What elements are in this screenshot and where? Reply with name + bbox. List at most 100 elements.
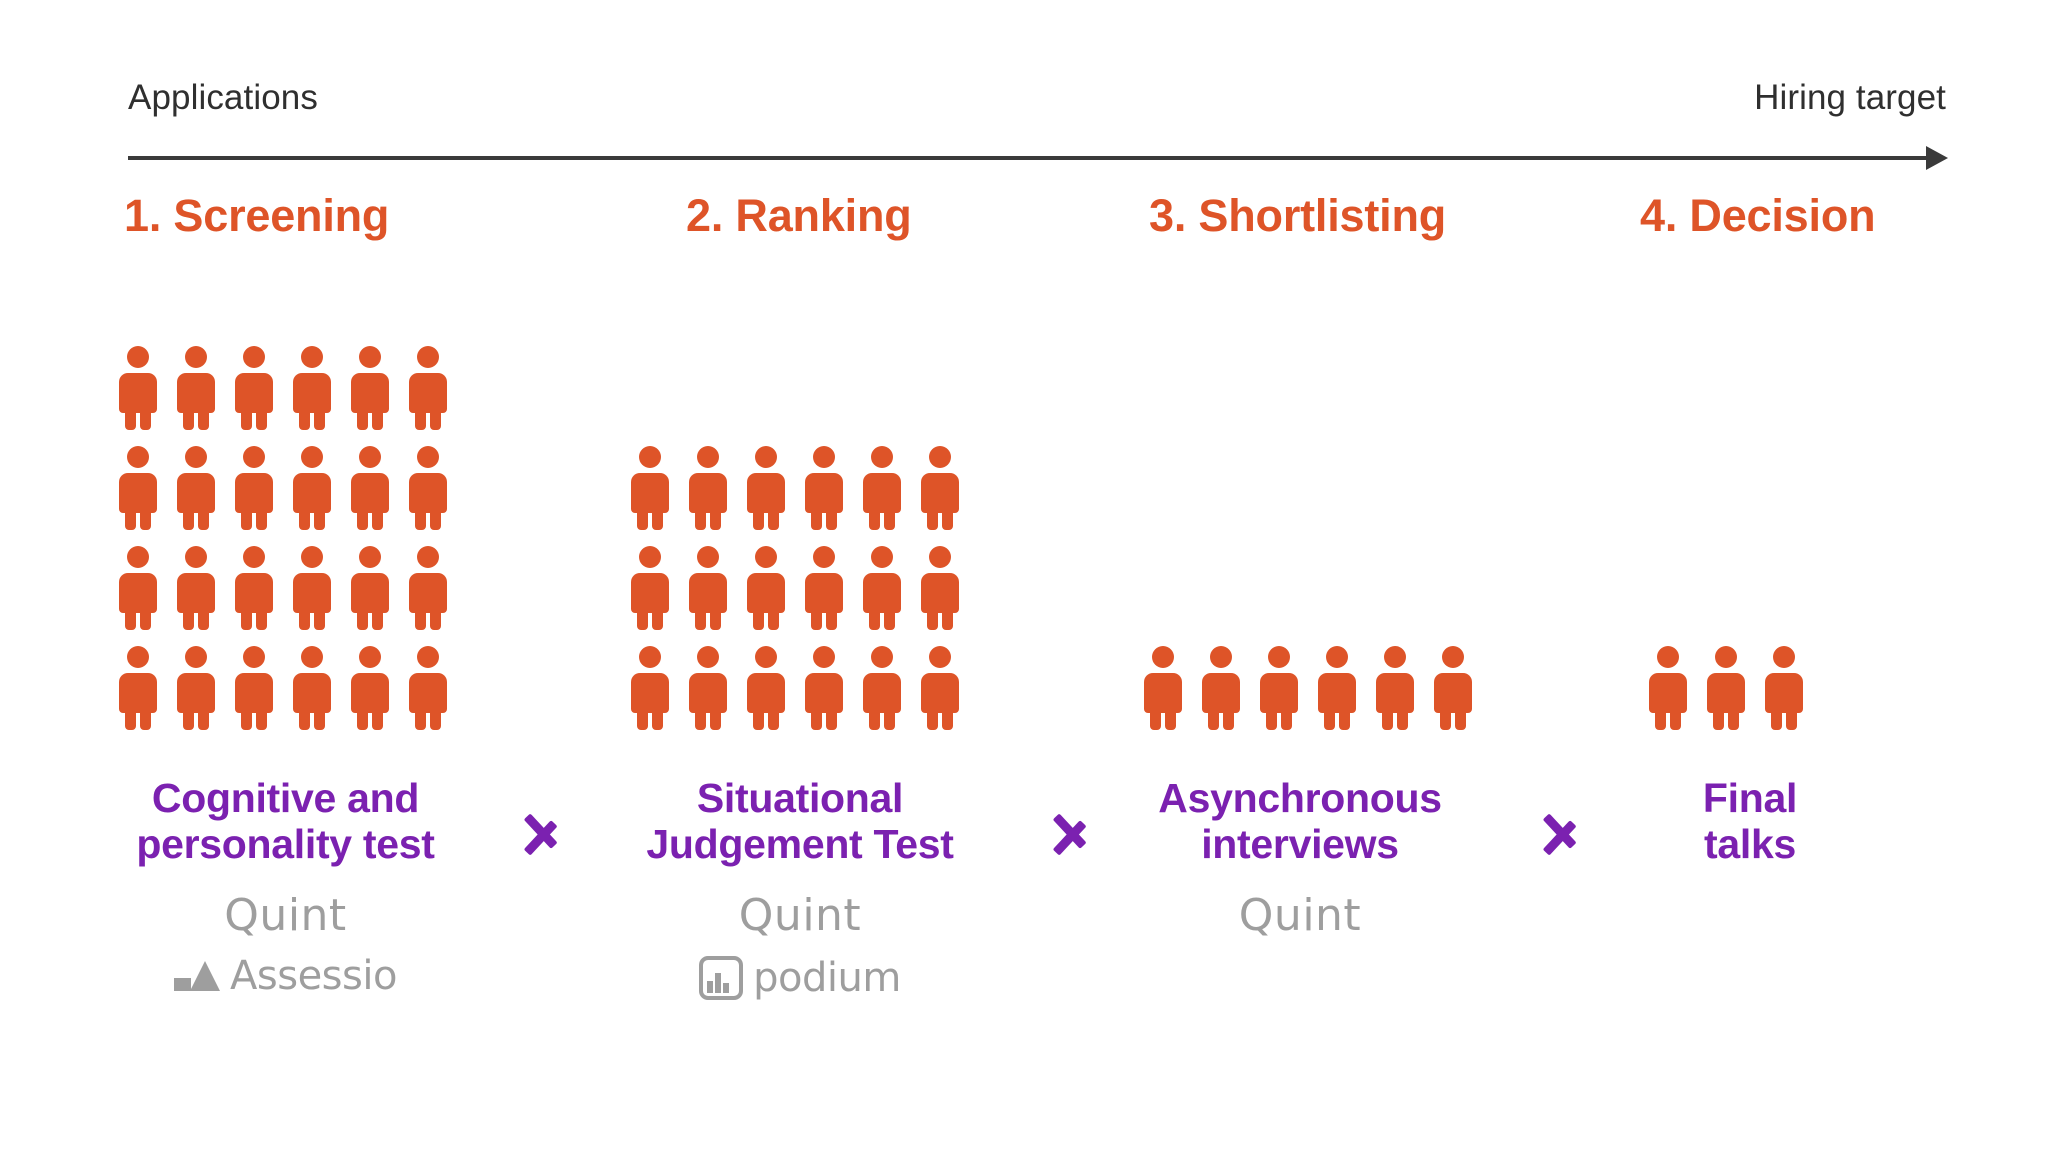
person-icon [630,446,670,530]
stage-label-block: Cognitive and personality test Quint Ass… [108,775,463,996]
assessio-wordmark: Assessio [230,952,397,999]
person-icon [1706,646,1746,730]
person-icon [1259,646,1299,730]
axis-left-label: Applications [128,78,318,117]
person-icon [1317,646,1357,730]
vendor-logos: Quint podium [620,889,980,1001]
podium-logo: podium [699,954,901,1001]
stage-label-line: Situational [696,775,904,821]
podium-mark-icon [699,955,744,1000]
person-icon [1764,646,1804,730]
person-icon [746,446,786,530]
person-icon [804,546,844,630]
pictogram-row [118,546,448,630]
stage-column-ranking: 2. Ranking Situational Judgement Test Qu… [620,0,980,1152]
person-icon [176,646,216,730]
person-icon [118,646,158,730]
person-icon [1143,646,1183,730]
arrow-right-icon [128,146,1948,170]
stage-label-line: interviews [1201,820,1399,867]
person-icon [408,646,448,730]
person-icon [804,446,844,530]
vendor-logos: Quint Assessio [108,889,463,996]
person-icon [920,646,960,730]
person-icon [920,546,960,630]
pictogram-group-decision [1648,646,1804,730]
person-icon [688,646,728,730]
quint-logo: Quint [1238,889,1362,941]
person-icon [630,546,670,630]
stage-label-line: Final [1702,775,1798,821]
person-icon [862,546,902,630]
person-icon [234,646,274,730]
stage-column-decision: 4. Decision Final talks [1640,0,1890,1152]
person-icon [350,646,390,730]
pictogram-group-screening [118,346,448,730]
person-icon [408,546,448,630]
pictogram-row [1648,646,1804,730]
axis-line [128,156,1928,160]
axis-right-label: Hiring target [1754,78,1946,117]
stage-label-line: Asynchronous [1158,775,1442,821]
person-icon [234,346,274,430]
stage-label-block: Asynchronous interviews Quint [1135,775,1465,941]
person-icon [1648,646,1688,730]
pictogram-row [630,646,960,730]
person-icon [1375,646,1415,730]
stage-title: 1. Screening [124,190,390,241]
quint-logo: Quint [224,889,347,941]
chevron-right-icon [523,790,573,876]
person-icon [804,646,844,730]
person-icon [746,646,786,730]
person-icon [408,346,448,430]
person-icon [292,646,332,730]
person-icon [862,446,902,530]
funnel-axis-labels: Applications Hiring target [128,78,1946,138]
person-icon [408,446,448,530]
person-icon [350,346,390,430]
podium-wordmark: podium [753,954,901,1001]
person-icon [292,446,332,530]
person-icon [1201,646,1241,730]
vendor-logos: Quint [1135,889,1465,941]
stage-label-line: talks [1704,820,1796,867]
pictogram-row [630,446,960,530]
person-icon [292,346,332,430]
pictogram-group-shortlisting [1143,646,1473,730]
person-icon [350,446,390,530]
person-icon [862,646,902,730]
chevron-right-icon [1542,790,1592,876]
pictogram-row [1143,646,1473,730]
person-icon [630,646,670,730]
person-icon [234,446,274,530]
stage-column-shortlisting: 3. Shortlisting Asynchronous interviews … [1135,0,1475,1152]
person-icon [1433,646,1473,730]
assessio-mark-icon [174,960,221,991]
stage-column-screening: 1. Screening Cognitive and personality t… [108,0,468,1152]
stage-title: 2. Ranking [686,190,912,241]
person-icon [176,446,216,530]
person-icon [920,446,960,530]
stage-label-block: Final talks [1650,775,1850,868]
pictogram-row [118,646,448,730]
stage-label-line: Cognitive and [151,775,420,821]
person-icon [350,546,390,630]
stage-label-line: Judgement Test [646,820,954,867]
person-icon [118,446,158,530]
arrow-head [1926,146,1948,170]
person-icon [118,346,158,430]
person-icon [688,446,728,530]
person-icon [746,546,786,630]
pictogram-group-ranking [630,446,960,730]
assessio-logo: Assessio [174,956,397,996]
pictogram-row [118,346,448,430]
person-icon [688,546,728,630]
person-icon [234,546,274,630]
person-icon [176,346,216,430]
stage-label-block: Situational Judgement Test Quint podium [620,775,980,1001]
person-icon [176,546,216,630]
person-icon [118,546,158,630]
quint-logo: Quint [738,889,862,941]
